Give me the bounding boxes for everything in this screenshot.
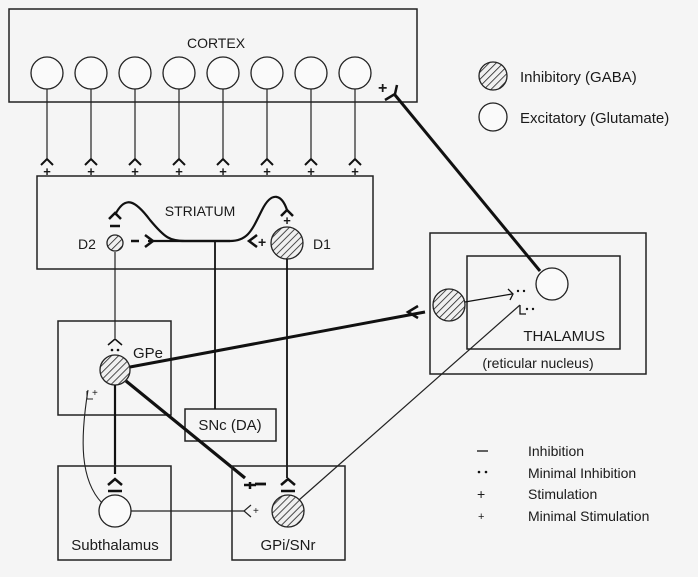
- gpe-to-gpi-projection: [124, 379, 247, 480]
- corticostriatal-synapse-icon: [84, 157, 98, 166]
- gpe-label: GPe: [133, 345, 163, 362]
- gpi-to-thalamus-axon: [298, 304, 521, 501]
- thalamus-label: THALAMUS: [523, 328, 605, 345]
- gpe-reticular-synapse-icon: [405, 304, 419, 320]
- corticostriatal-plus: +: [219, 164, 227, 179]
- d1-neuron: [270, 226, 304, 260]
- synapse-legend: Inhibition Minimal Inhibition + Stimulat…: [477, 443, 649, 524]
- snc-label: SNc (DA): [198, 417, 261, 434]
- thalamic-excitatory-neuron: [535, 267, 569, 301]
- cortex-region: CORTEX: [8, 8, 418, 103]
- legend-excitatory-label: Excitatory (Glutamate): [520, 110, 669, 127]
- d2-receptor-icon: [108, 211, 122, 220]
- gpe-neuron: [99, 354, 131, 386]
- snc-box: [184, 408, 277, 442]
- legend-inhibitory-label: Inhibitory (GABA): [520, 69, 637, 86]
- subthalamus-region: Subthalamus: [57, 465, 172, 561]
- d2-label: D2: [78, 236, 96, 252]
- cortex-neuron: [74, 56, 108, 90]
- gpi-d1-synapse-icon: [280, 477, 296, 486]
- minimal-inhibition-symbol: [477, 470, 481, 474]
- stn-gpi-plus: +: [253, 506, 259, 517]
- corticostriatal-plus: +: [175, 164, 183, 179]
- reticular-label: (reticular nucleus): [482, 355, 593, 371]
- gpi-thalamus-synapse-icon: [519, 305, 526, 315]
- striatum-region: STRIATUM D2 D1 + +: [36, 175, 374, 270]
- stn-gpe-synapse-icon: [86, 391, 93, 400]
- snc-region: SNc (DA): [184, 408, 277, 442]
- striatum-box: [36, 175, 374, 270]
- cortex-neuron: [206, 56, 240, 90]
- neuron-legend: Inhibitory (GABA) Excitatory (Glutamate): [478, 61, 669, 132]
- subthalamus-label: Subthalamus: [71, 537, 159, 554]
- cortex-neuron: [294, 56, 328, 90]
- d2-neuron: [106, 234, 124, 252]
- corticostriatal-synapse-icon: [260, 157, 274, 166]
- cortex-neuron: [162, 56, 196, 90]
- d1-plus-sign: +: [258, 234, 266, 250]
- cortex-neuron: [30, 56, 64, 90]
- corticostriatal-plus: +: [351, 164, 359, 179]
- gpe-to-reticular-projection: [129, 310, 426, 369]
- corticostriatal-synapse-icon: [172, 157, 186, 166]
- cortex-box: [8, 8, 418, 103]
- reticular-inhibitory-neuron: [432, 288, 466, 322]
- corticostriatal-synapse-icon: [128, 157, 142, 166]
- gpe-synapse-icon: [107, 338, 123, 346]
- corticostriatal-synapse-icon: [348, 157, 362, 166]
- gpe-region: GPe: [57, 320, 172, 416]
- gpi-label: GPi/SNr: [260, 537, 315, 554]
- corticostriatal-plus: +: [131, 164, 139, 179]
- stn-gpe-plus: +: [92, 388, 98, 399]
- d1-receptor-icon: [280, 208, 294, 217]
- corticostriatal-plus: +: [307, 164, 315, 179]
- inhibitory-neuron-icon: [478, 61, 508, 91]
- thalamocortical-projection: [393, 94, 542, 272]
- corticostriatal-plus: +: [87, 164, 95, 179]
- thalamocortical-plus: +: [378, 80, 387, 97]
- gpi-region: GPi/SNr: [231, 465, 346, 561]
- d1-receptor-plus: +: [283, 213, 291, 228]
- corticostriatal-synapse-icon: [216, 157, 230, 166]
- stn-gpi-synapse-icon: [243, 504, 252, 518]
- cortex-label: CORTEX: [187, 35, 246, 51]
- corticostriatal-synapse-icon: [40, 157, 54, 166]
- cortex-neurons: [30, 56, 372, 90]
- legend-inhibition-label: Inhibition: [528, 443, 584, 459]
- cortex-neuron: [250, 56, 284, 90]
- striatum-label: STRIATUM: [165, 203, 236, 219]
- excitatory-neuron-icon: [478, 102, 508, 132]
- stn-to-gpe-axon: [82, 389, 103, 504]
- subthalamus-box: [57, 465, 172, 561]
- legend-minimal-inhibition-label: Minimal Inhibition: [528, 465, 636, 481]
- gpi-neuron: [271, 494, 305, 528]
- gpi-gpe-synapse-icon: [244, 482, 256, 489]
- legend-minimal-stimulation-label: Minimal Stimulation: [528, 508, 649, 524]
- reticular-synapse-icon: [507, 288, 514, 301]
- reticular-nucleus-box: [429, 232, 647, 375]
- reticular-to-thalamus-axon: [464, 293, 513, 303]
- corticostriatal-synapse-icon: [304, 157, 318, 166]
- corticostriatal-projections: + + + + + + + +: [40, 89, 362, 179]
- cortex-neuron: [118, 56, 152, 90]
- legend-stimulation-label: Stimulation: [528, 486, 597, 502]
- thalamus-region: THALAMUS (reticular nucleus): [429, 232, 647, 375]
- d2-synapse-arrow: [144, 234, 156, 248]
- subthalamus-neuron: [98, 494, 132, 528]
- minimal-stimulation-symbol: +: [478, 511, 484, 523]
- d1-synapse-arrow: [246, 234, 258, 248]
- d1-label: D1: [313, 236, 331, 252]
- thalamocortical-synapse-icon: [384, 84, 399, 102]
- corticostriatal-plus: +: [43, 164, 51, 179]
- corticostriatal-plus: +: [263, 164, 271, 179]
- thalamus-box: [466, 255, 621, 350]
- stn-synapse-icon: [107, 477, 123, 486]
- cortex-neuron: [338, 56, 372, 90]
- stimulation-symbol: +: [477, 486, 485, 502]
- gpi-box: [231, 465, 346, 561]
